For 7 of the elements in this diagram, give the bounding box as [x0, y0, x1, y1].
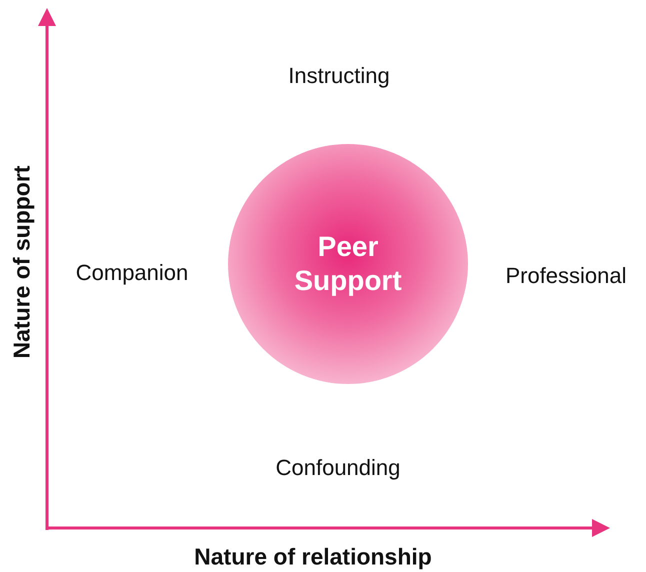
quadrant-label: Instructing	[288, 63, 390, 89]
y-axis-label: Nature of support	[8, 166, 36, 358]
x-axis-label: Nature of relationship	[194, 544, 432, 570]
quadrant-label: Confounding	[276, 455, 400, 481]
quadrant-label: Professional	[505, 263, 627, 289]
node-label: Peer Support	[293, 230, 403, 298]
quadrant-label: Companion	[76, 260, 188, 286]
